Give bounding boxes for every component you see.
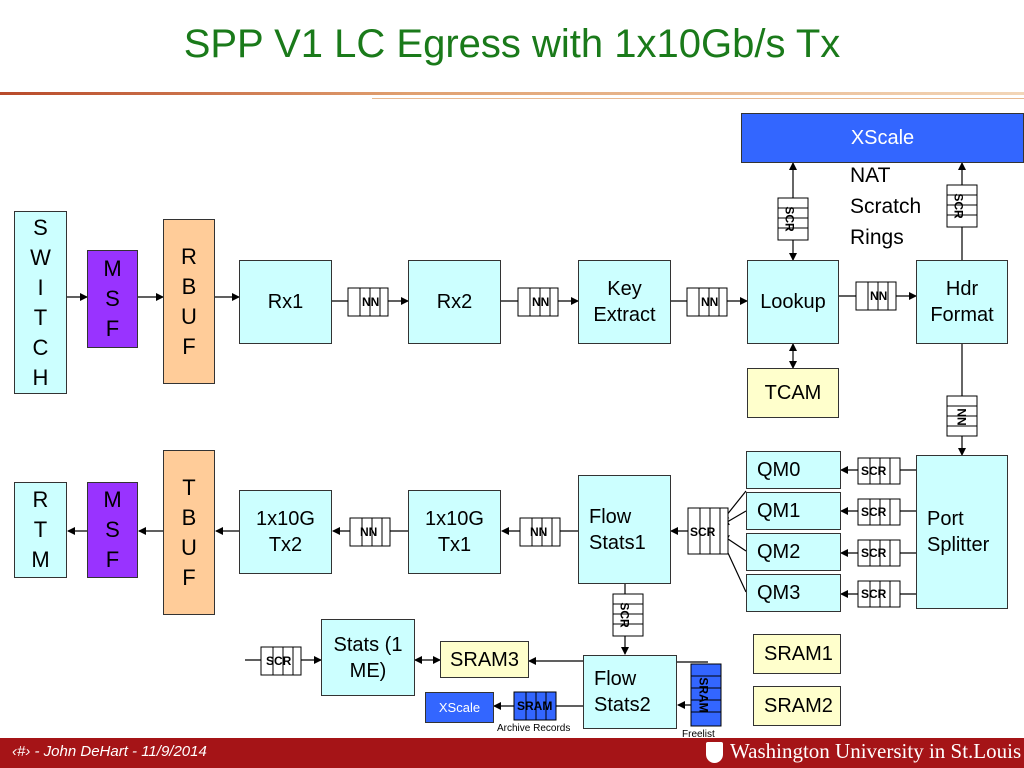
tcam-block: TCAM [747, 368, 839, 418]
sram2-block: SRAM2 [753, 686, 841, 726]
tx1-block: 1x10G Tx1 [408, 490, 501, 574]
nn-label-4: NN [870, 289, 888, 303]
scr-label-hdr: SCR [951, 193, 966, 219]
rx2-block: Rx2 [408, 260, 501, 344]
freelist-label: Freelist [682, 729, 715, 740]
flow-stats1-block: Flow Stats1 [578, 475, 671, 584]
sram3-block: SRAM3 [440, 641, 529, 678]
scr-ring-stats [260, 646, 302, 676]
title-divider [0, 92, 1024, 95]
scr-label-qm3: SCR [861, 587, 887, 601]
title-divider-thin [372, 98, 1024, 99]
scr-label-lookup: SCR [782, 206, 797, 232]
nn-ring-rx1-rx2 [347, 287, 389, 317]
tbuf-block: T B U F [163, 450, 215, 615]
footer-credit: ‹#› - John DeHart - 11/9/2014 [12, 743, 207, 760]
xscale-bottom-block: XScale [425, 692, 494, 723]
nn-ring-key-lookup [686, 287, 728, 317]
rbuf-block: R B U F [163, 219, 215, 384]
scr-ring-qm-flow [687, 507, 729, 555]
scr-ring-qm0 [857, 457, 901, 485]
nn-ring-tx1-tx2 [349, 517, 391, 547]
scr-label-flow: SCR [690, 525, 716, 539]
nn-label-2: NN [532, 295, 550, 309]
sram-label-freelist: SRAM [696, 677, 711, 713]
university-shield-icon [706, 742, 723, 763]
nat-scratch-note: NAT Scratch Rings [850, 164, 922, 249]
flow-stats2-block: Flow Stats2 [583, 655, 677, 729]
qm2-block: QM2 [746, 533, 841, 571]
msf-bottom-block: M S F [87, 482, 138, 578]
sram1-block: SRAM1 [753, 634, 841, 674]
rtm-block: R T M [14, 482, 67, 578]
footer-bar [0, 738, 1024, 768]
port-splitter-block: Port Splitter [916, 455, 1008, 609]
key-extract-block: Key Extract [578, 260, 671, 344]
scr-label-qm1: SCR [861, 505, 887, 519]
qm0-block: QM0 [746, 451, 841, 489]
scr-ring-xscale-lookup [777, 197, 809, 241]
university-logo: Washington University in St.Louis [730, 739, 1022, 763]
xscale-top-block: XScale [741, 113, 1024, 163]
scr-label-stats: SCR [266, 654, 292, 668]
nn-ring-lookup-hdr [855, 281, 897, 311]
qm1-block: QM1 [746, 492, 841, 530]
nn-label-5: NN [360, 525, 378, 539]
nn-label-hdr-port: NN [954, 408, 969, 426]
scr-ring-qm3 [857, 580, 901, 608]
sram-label-archive: SRAM [517, 699, 553, 713]
rx1-block: Rx1 [239, 260, 332, 344]
qm3-block: QM3 [746, 574, 841, 612]
scr-label-qm0: SCR [861, 464, 887, 478]
stats-block: Stats (1 ME) [321, 619, 415, 696]
nn-label-1: NN [362, 295, 380, 309]
sram-ring-archive [513, 691, 557, 721]
msf-top-block: M S F [87, 250, 138, 348]
archive-records-label: Archive Records [497, 723, 571, 734]
nn-ring-rx2-key [517, 287, 559, 317]
scr-label-qm2: SCR [861, 546, 887, 560]
scr-ring-flow1-flow2 [612, 593, 644, 637]
nn-ring-hdr-port [946, 395, 978, 437]
nn-label-3: NN [701, 295, 719, 309]
slide-title: SPP V1 LC Egress with 1x10Gb/s Tx [183, 22, 841, 66]
lookup-block: Lookup [747, 260, 839, 344]
scr-ring-xscale-hdr [946, 184, 978, 228]
tx2-block: 1x10G Tx2 [239, 490, 332, 574]
switch-block: S W I T C H [14, 211, 67, 394]
nn-ring-flow-tx1 [519, 517, 561, 547]
sram-ring-freelist [690, 663, 722, 727]
scr-ring-qm2 [857, 539, 901, 567]
nn-label-6: NN [530, 525, 548, 539]
scr-label-flow2: SCR [617, 602, 632, 628]
hdr-format-block: Hdr Format [916, 260, 1008, 344]
scr-ring-qm1 [857, 498, 901, 526]
